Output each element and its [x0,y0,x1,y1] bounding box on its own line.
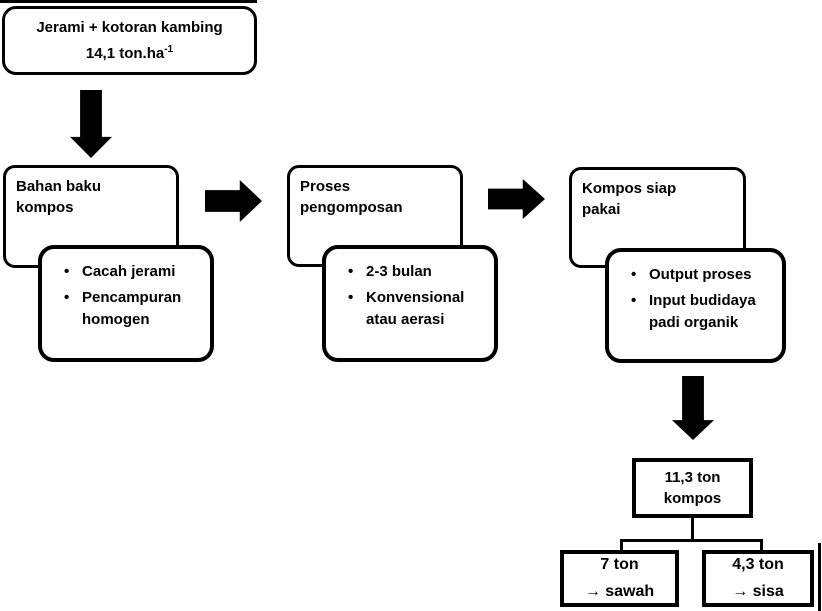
bullet-icon: • [348,263,354,280]
stage-note-kompos-siap-pakai: • Output proses • Input budidaya padi or… [605,248,786,363]
bullet-item: • 2-3 bulan [348,261,490,283]
bullet-item: • Pencampuran homogen [64,287,206,331]
bullet-text: Input budidaya padi organik [649,292,756,331]
stage-title: Proses pengomposan [300,178,403,216]
down-arrow-icon [70,90,112,158]
stage-note-bahan-baku: • Cacah jerami • Pencampuran homogen [38,245,214,362]
bullet-text: Pencampuran homogen [82,289,182,328]
source-box-line2: 14,1 ton.ha-1 [85,43,174,62]
right-arrow-icon [488,179,545,219]
bullet-text: Konvensional atau aerasi [366,289,465,328]
top-edge-line [0,0,257,3]
bullet-icon: • [64,289,70,306]
leaf-destination: → sisa [732,583,784,600]
leaf-amount: 4,3 ton [732,556,784,573]
bullet-text: 2-3 bulan [366,263,432,280]
connector-stem [691,517,694,541]
bullet-item: • Input budidaya padi organik [631,290,778,334]
bullet-item: • Cacah jerami [64,261,206,283]
down-arrow-icon [672,376,714,440]
stage-title: Bahan baku kompos [16,178,102,216]
bullet-text: Cacah jerami [82,263,176,280]
bullet-icon: • [348,289,354,306]
stage-title: Kompos siap pakai [582,180,677,218]
connector-crossbar [620,539,763,542]
source-box: Jerami + kotoran kambing 14,1 ton.ha-1 [2,6,257,75]
bullet-item: • Konvensional atau aerasi [348,287,490,331]
bullet-text: Output proses [649,266,752,283]
connector-stub-right [760,539,763,552]
bullet-icon: • [631,266,637,283]
leaf-box-sawah: 7 ton → sawah [560,550,679,607]
output-quantity-box: 11,3 ton kompos [632,458,753,518]
bullet-item: • Output proses [631,264,778,286]
superscript-exponent: -1 [164,43,174,55]
stage-note-proses-pengomposan: • 2-3 bulan • Konvensional atau aerasi [322,245,498,362]
connector-stub-left [620,539,623,552]
leaf-box-sisa: 4,3 ton → sisa [702,550,814,607]
right-edge-line [818,543,821,611]
source-box-line1: Jerami + kotoran kambing [36,18,223,36]
right-arrow-icon [205,180,262,222]
bullet-icon: • [64,263,70,280]
leaf-amount: 7 ton [600,556,639,573]
output-quantity-text: 11,3 ton kompos [663,469,722,507]
bullet-icon: • [631,292,637,309]
leaf-destination: → sawah [584,583,655,600]
